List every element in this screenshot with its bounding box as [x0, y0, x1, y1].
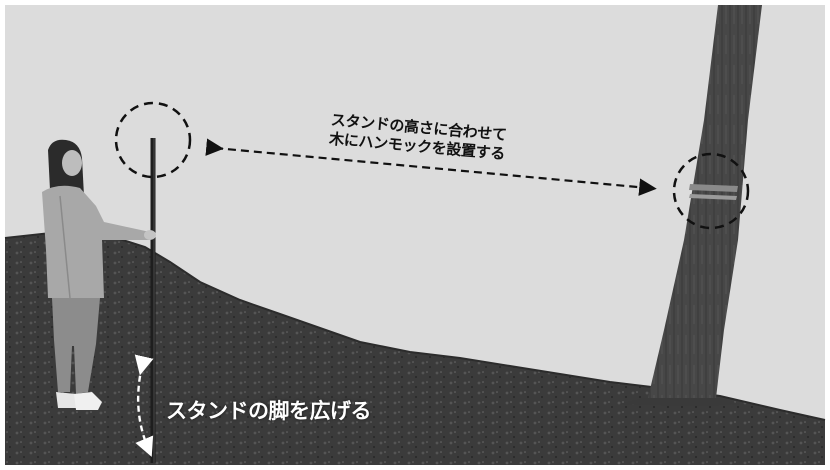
- ground: [5, 232, 825, 465]
- spread-legs-caption: スタンドの脚を広げる: [166, 399, 372, 423]
- tree-strap-lower: [689, 194, 737, 200]
- pole-top-highlight-circle: [114, 101, 192, 179]
- leg-spread-arrow: [134, 354, 154, 457]
- tree-strap-highlight-circle: [672, 152, 750, 230]
- person: [42, 139, 156, 410]
- tree-roots: [620, 398, 740, 406]
- tree-trunk: [648, 5, 762, 398]
- tree-strap: [689, 184, 738, 192]
- height-match-arrow: [205, 138, 657, 196]
